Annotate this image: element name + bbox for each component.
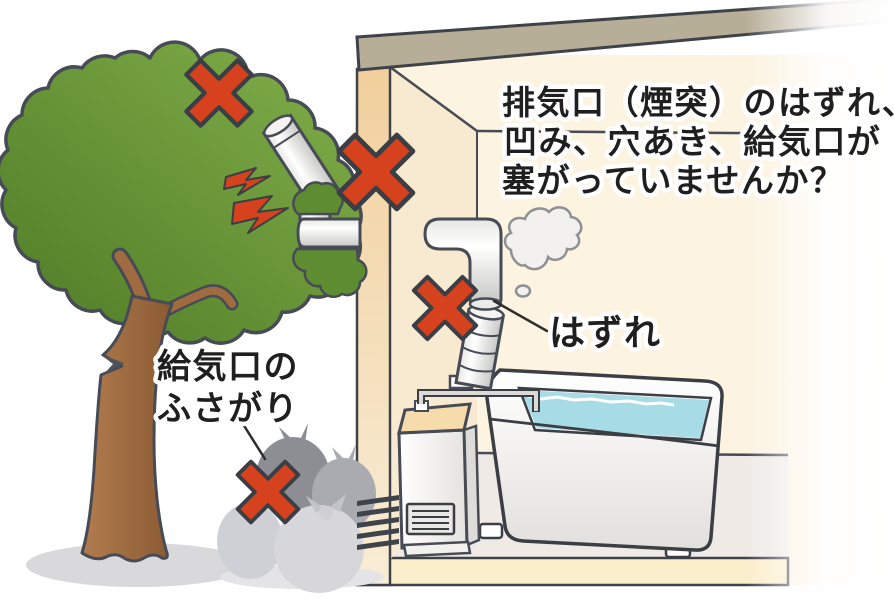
steam-cloud-icon (503, 206, 583, 298)
detached-label: はずれ (549, 312, 662, 353)
intake-label-line1: 給気口の (157, 348, 299, 386)
water-surface-wave (527, 394, 675, 407)
crack-bolt-icon-1 (223, 167, 271, 196)
cross-garbage-bags-icon (235, 459, 301, 525)
tree (0, 40, 368, 587)
tree-canopy (0, 40, 363, 345)
water-heater (397, 374, 540, 558)
issue-note-line3: 塞がっていませんか？ (502, 162, 844, 199)
tub-inner-rim (517, 386, 713, 442)
foundation-strip (355, 556, 790, 587)
cross-tree-top-icon (184, 58, 254, 128)
elbow-open-end (468, 297, 503, 311)
ceiling-diagonal-line (389, 65, 478, 133)
issue-note-line1: 排気口（煙突）のはずれ、 (502, 84, 894, 121)
heater-base (402, 540, 472, 558)
cross-wall-exhaust-icon (336, 132, 416, 212)
crack-bolt-icons (223, 167, 289, 234)
heater-grille-slats (412, 510, 449, 530)
tree-trunk (80, 294, 174, 563)
heater-top (397, 402, 472, 435)
issue-note-line2: 凹み、穴あき、給気口が (504, 123, 881, 160)
detached-leader-line (492, 299, 549, 333)
garbage-bag-front (274, 494, 364, 593)
bathtub (478, 368, 724, 559)
tub-front-edge-line (488, 417, 720, 448)
steam-puff-dot (514, 284, 532, 298)
chimney-horizontal-pipe (296, 217, 362, 249)
crack-bolt-icon-2 (231, 195, 289, 234)
trunk-crack (100, 354, 124, 376)
air-intake-louver (357, 495, 399, 550)
intake-label-line2: ふさがり (157, 390, 299, 428)
faucet-pipe (419, 391, 538, 411)
garbage-bag-front-left (217, 503, 283, 579)
intake-leader-line (241, 422, 267, 461)
tub-foot-left (478, 522, 504, 540)
prohibition-marks (184, 58, 479, 525)
canopy-overlap-patch-lower (292, 247, 368, 299)
right-fade-overlay (745, 0, 894, 600)
cross-flue-joint-icon (411, 274, 479, 342)
